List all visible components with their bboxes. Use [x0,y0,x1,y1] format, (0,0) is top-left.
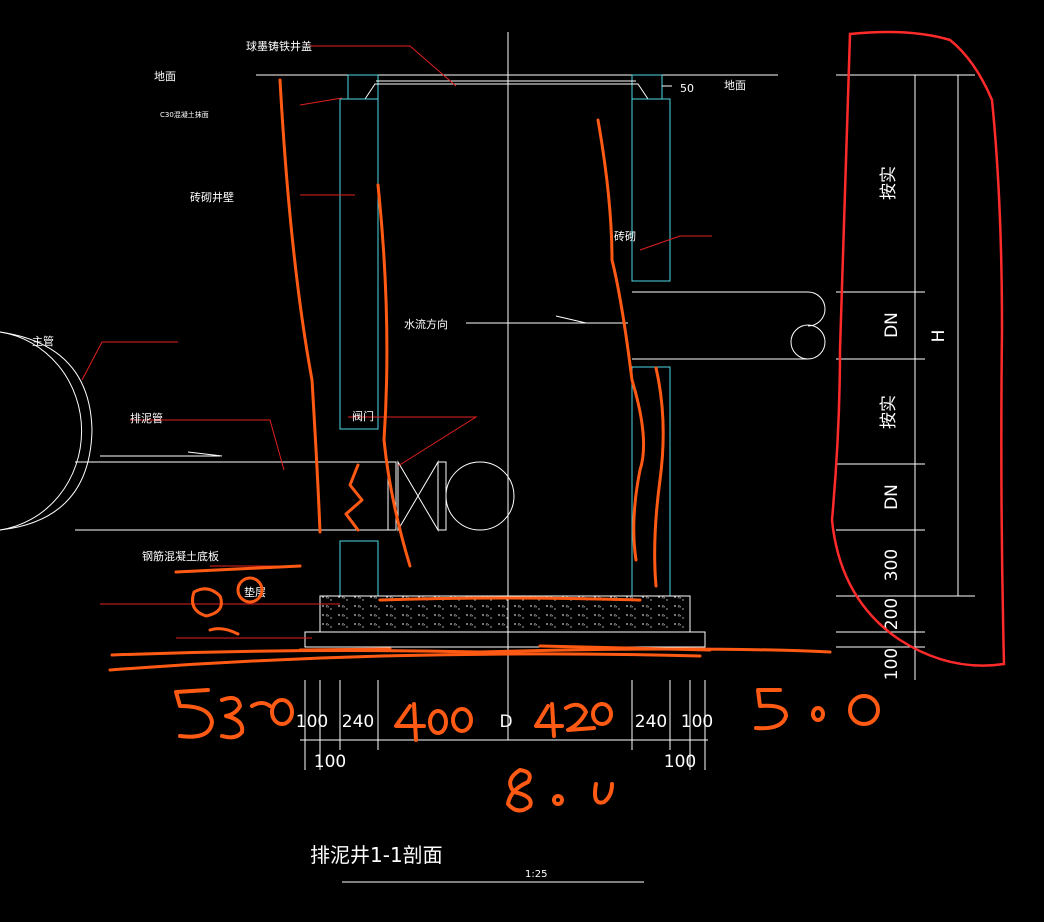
label-rc-bottom: 钢筋混凝土底板 [142,549,219,563]
horizontal-dimension: 100 240 D 240 100 100 100 [296,680,713,772]
brick-wall-right [631,98,671,597]
dim-h-5: 100 [681,712,713,732]
label-brick-wall: 砖砌井壁 [190,190,234,204]
dim-seg-5: 300 [882,549,902,581]
label-flow-direction: 水流方向 [404,317,448,331]
label-brick-right: 砖砌 [614,229,636,243]
label-sludge-pipe: 排泥管 [130,411,163,425]
main-pipe [0,331,83,531]
vertical-dimension: 按实 DN 按实 DN 300 200 100 H [836,74,975,680]
dim-total-h: H [929,330,949,343]
dim-h-sub-left: 100 [314,752,346,772]
cushion-layer [304,631,706,648]
label-ground-left: 地面 [154,70,176,83]
handwritten-numbers [174,688,880,813]
red-markup-loop [830,30,1006,667]
dim-h-2: 240 [342,712,374,732]
dim-seg-7: 100 [882,648,902,680]
manhole-cover [347,74,663,100]
inlet-pipe [632,291,826,360]
label-small-note: C30混凝土抹面 [160,110,209,119]
drawing-title: 排泥井1-1剖面 [310,843,443,867]
dim-h-sub-right: 100 [664,752,696,772]
brick-wall-left [339,98,379,597]
label-valve: 阀门 [352,409,374,423]
sludge-pipe [75,451,395,531]
dim-seg-3: 按实 [879,395,899,429]
dim-seg-6: 200 [882,598,902,630]
dim-h-3: D [499,712,512,732]
dim-seg-1: 按实 [879,166,899,200]
dim-seg-4: DN [882,484,902,510]
valve [387,460,515,532]
dim-seg-2: DN [882,312,902,338]
orange-markup [108,78,832,672]
dim-h-4: 240 [635,712,667,732]
label-main-pipe: 主管 [32,334,54,348]
label-cover: 球墨铸铁井盖 [246,39,312,53]
dim-50: 50 [680,82,694,95]
label-ground-right: 地面 [724,79,746,92]
drawing-scale: 1:25 [525,869,547,880]
dim-h-1: 100 [296,712,328,732]
